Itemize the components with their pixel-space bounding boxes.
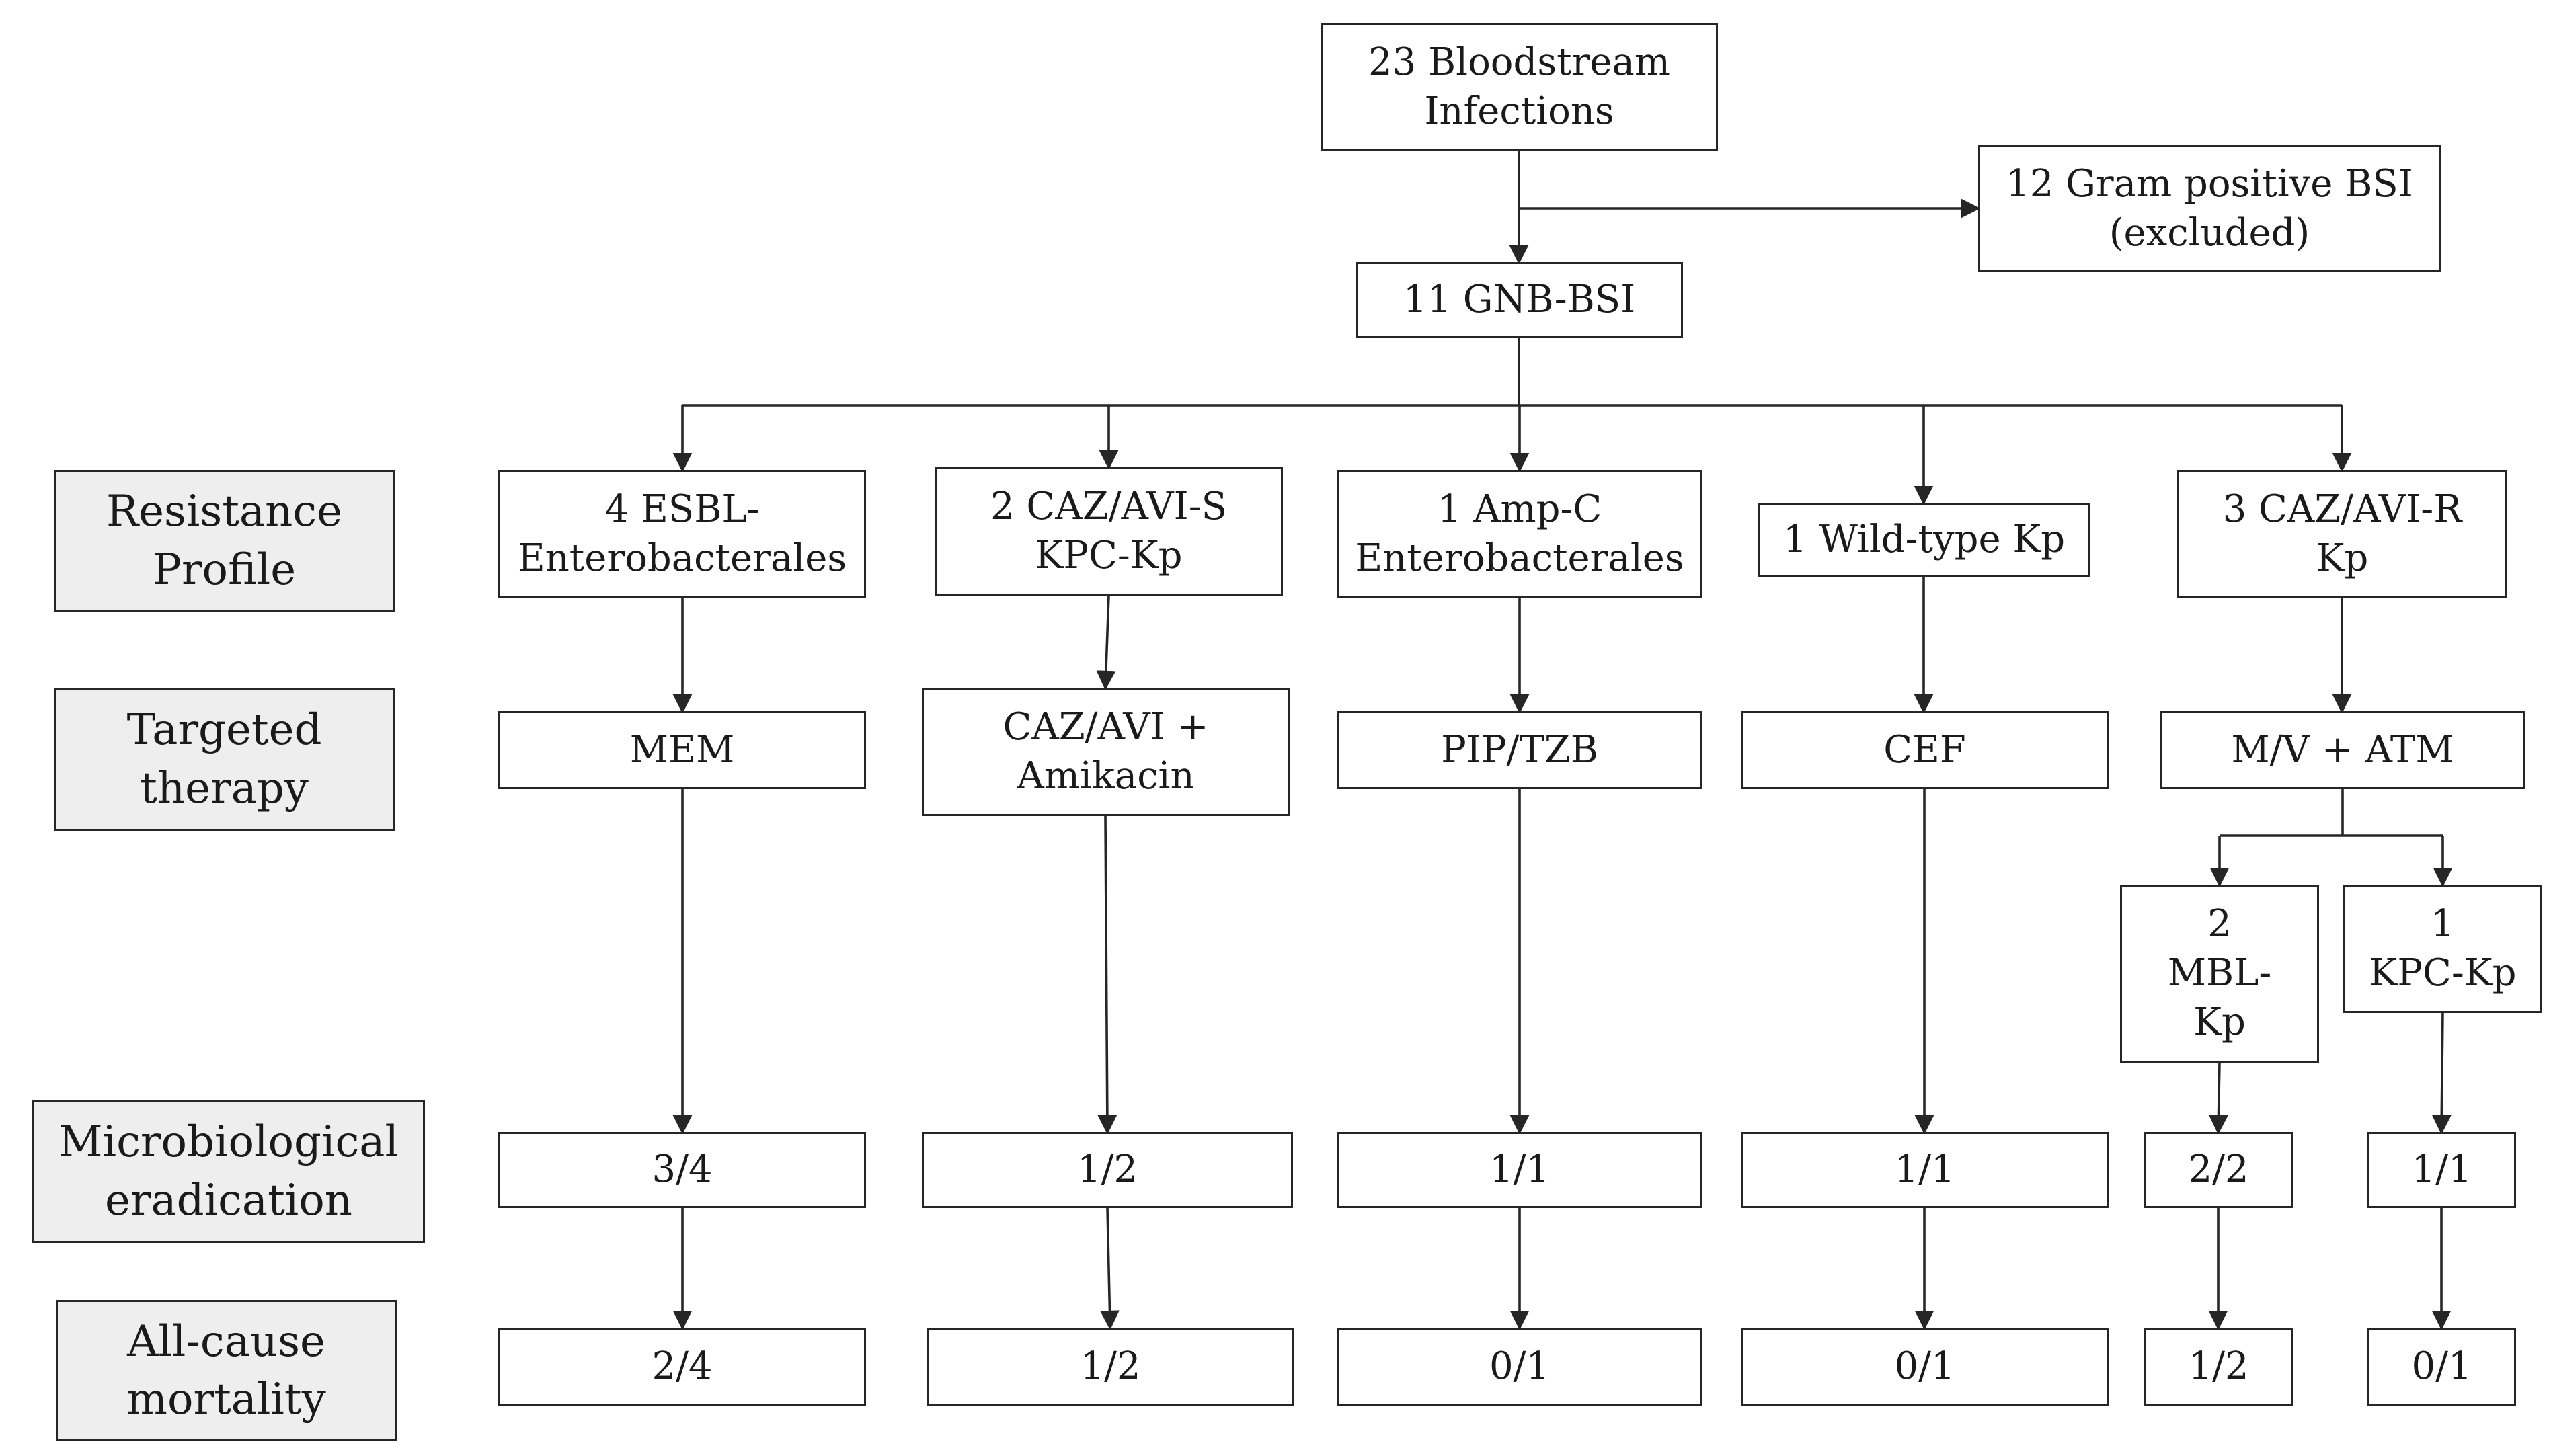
resistance-box-caz-avi-s-kpc: 2 CAZ/AVI-S KPC-Kp xyxy=(935,467,1283,596)
arrow-mbl-to-eradication xyxy=(2209,1062,2228,1135)
eradication-box-mbl-kp: 2/2 xyxy=(2144,1132,2293,1208)
therapy-box-mem: MEM xyxy=(498,711,866,789)
therapy-box-cef: CEF xyxy=(1741,711,2109,789)
mortality-box-wild-type-kp: 0/1 xyxy=(1741,1328,2109,1406)
excluded-gram-positive-box: 12 Gram positive BSI (excluded) xyxy=(1978,145,2441,272)
resistance-box-wild-type-kp: 1 Wild-type Kp xyxy=(1758,503,2090,577)
eradication-box-esbl: 3/4 xyxy=(498,1132,866,1208)
mortality-box-esbl: 2/4 xyxy=(498,1328,866,1406)
eradication-box-caz-avi-s-kpc: 1/2 xyxy=(922,1132,1293,1208)
arrow-therapy-to-eradication-2 xyxy=(1097,815,1117,1135)
mortality-box-amp-c: 0/1 xyxy=(1337,1328,1702,1406)
mortality-box-mbl-kp: 1/2 xyxy=(2144,1328,2293,1406)
arrow-eradication-to-mortality-2 xyxy=(1100,1207,1120,1330)
resistance-box-amp-c: 1 Amp-C Enterobacterales xyxy=(1337,470,1702,598)
therapy-box-pip-tzb: PIP/TZB xyxy=(1337,711,1702,789)
row-label-all-cause-mortality: All-cause mortality xyxy=(56,1300,397,1441)
mortality-box-kpc-kp: 0/1 xyxy=(2367,1328,2516,1406)
mortality-box-caz-avi-s-kpc: 1/2 xyxy=(927,1328,1294,1406)
eradication-box-wild-type-kp: 1/1 xyxy=(1741,1132,2109,1208)
total-bloodstream-infections-box: 23 Bloodstream Infections xyxy=(1321,23,1718,151)
eradication-box-amp-c: 1/1 xyxy=(1337,1132,1702,1208)
row-label-resistance-profile: Resistance Profile xyxy=(54,470,395,612)
resistance-box-caz-avi-r-kp: 3 CAZ/AVI-R Kp xyxy=(2177,470,2507,598)
arrow-resistance-to-therapy-2 xyxy=(1096,595,1116,690)
therapy-box-m-v-atm: M/V + ATM xyxy=(2160,711,2525,789)
arrow-kpc-to-eradication xyxy=(2431,1012,2452,1135)
resistance-box-esbl: 4 ESBL- Enterobacterales xyxy=(498,470,866,598)
gnb-bsi-box: 11 GNB-BSI xyxy=(1356,262,1683,338)
subgroup-box-kpc-kp: 1 KPC-Kp xyxy=(2343,885,2542,1013)
eradication-box-kpc-kp: 1/1 xyxy=(2367,1132,2516,1208)
therapy-box-caz-avi-amikacin: CAZ/AVI + Amikacin xyxy=(922,688,1290,816)
subgroup-box-mbl-kp: 2 MBL- Kp xyxy=(2120,885,2319,1063)
row-label-targeted-therapy: Targeted therapy xyxy=(54,688,395,831)
row-label-microbiological-eradication: Microbiological eradication xyxy=(32,1100,425,1243)
